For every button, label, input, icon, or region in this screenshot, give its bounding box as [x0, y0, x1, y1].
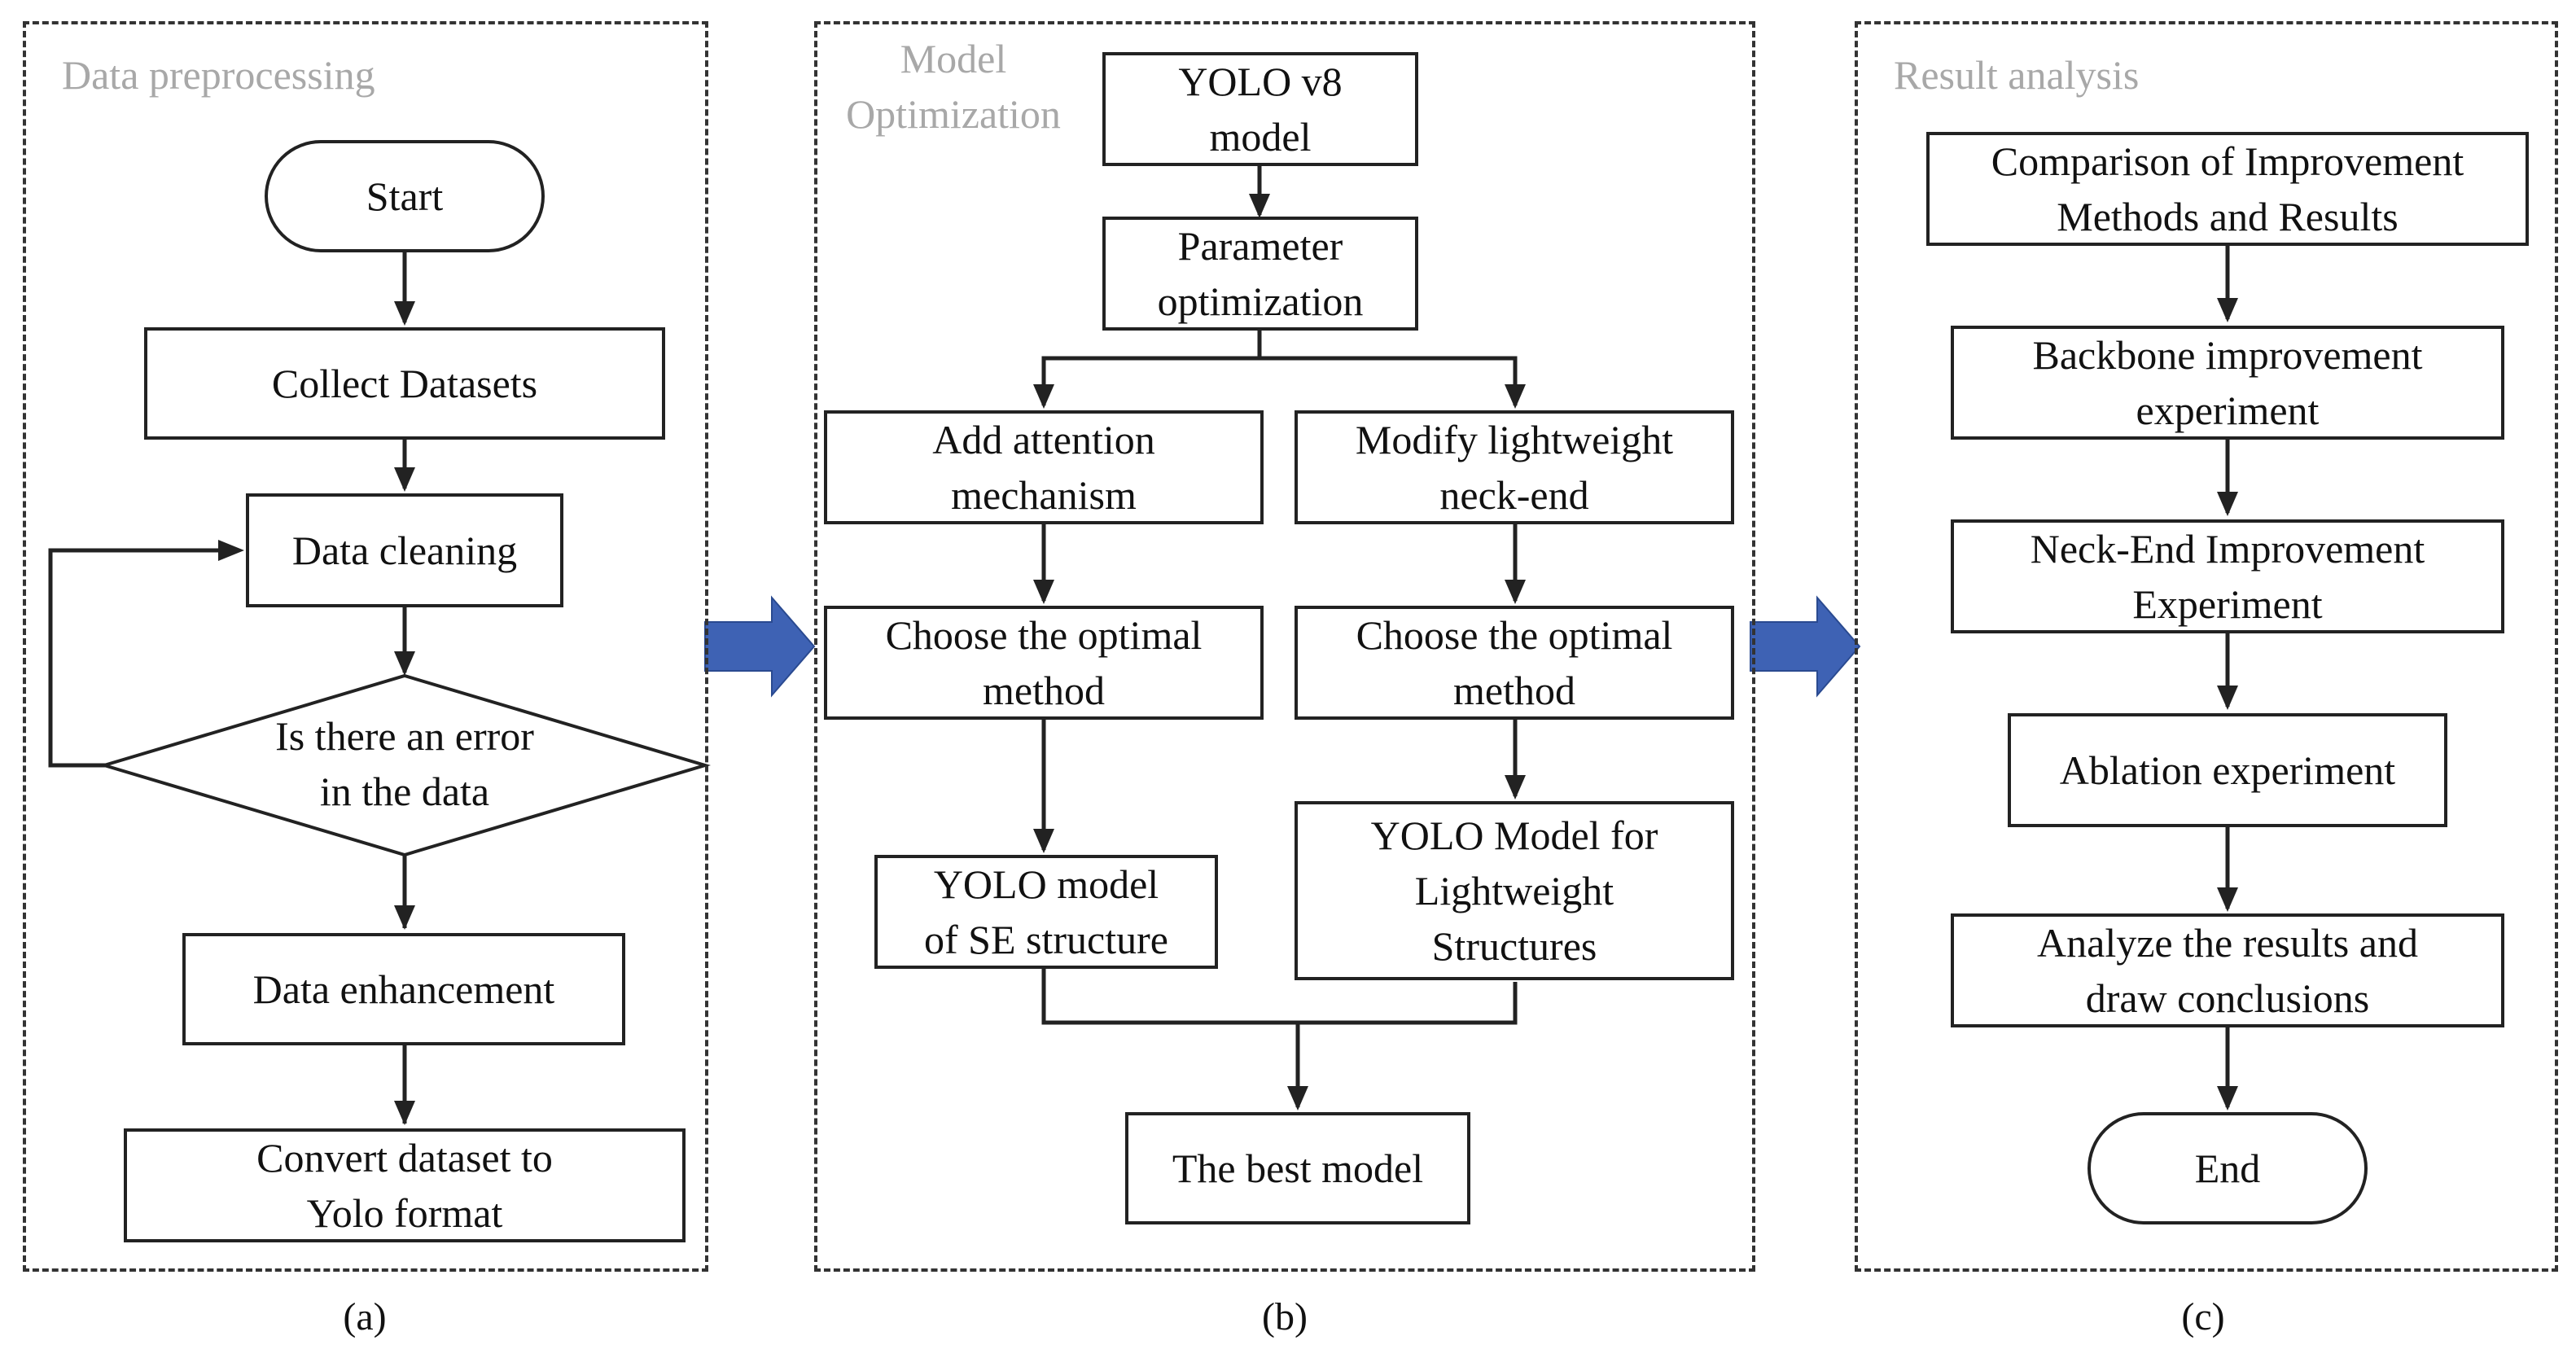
add-attention-box: Add attention mechanism — [824, 410, 1264, 524]
panel-data-preprocessing — [23, 21, 708, 1272]
lightweight-model-box: YOLO Model for Lightweight Structures — [1295, 801, 1734, 980]
convert-dataset-box: Convert dataset to Yolo format — [124, 1128, 686, 1242]
panel-model-optimization — [814, 21, 1755, 1272]
arrowhead — [2217, 1086, 2238, 1110]
arrowhead — [1505, 384, 1526, 409]
arrow-split — [1041, 327, 1262, 405]
parameter-optimization-box: Parameter optimization — [1102, 217, 1418, 331]
ablation-experiment-box: Ablation experiment — [2008, 713, 2447, 827]
se-structure-model-box: YOLO model of SE structure — [874, 855, 1218, 969]
arrowhead — [394, 1101, 415, 1125]
best-model-box: The best model — [1125, 1112, 1470, 1224]
arrowhead — [2217, 686, 2238, 710]
panel-result-analysis — [1855, 21, 2558, 1272]
panel-c-title: Result analysis — [1894, 52, 2140, 98]
decision-diamond — [98, 673, 712, 857]
arrow-loop-back — [48, 548, 236, 768]
arrowhead — [394, 905, 415, 930]
arrowhead — [1033, 384, 1054, 409]
arrowhead — [1249, 194, 1270, 218]
arrowhead — [1505, 580, 1526, 604]
arrowhead — [218, 540, 244, 561]
panel-c-caption: (c) — [2181, 1295, 2225, 1338]
panel-a-caption: (a) — [343, 1295, 387, 1338]
decision-label: Is there an error in the data — [275, 713, 534, 814]
start-terminal: Start — [265, 140, 545, 252]
arrowhead — [1287, 1086, 1308, 1110]
yolo-v8-box: YOLO v8 model — [1102, 52, 1418, 166]
comparison-box: Comparison of Improvement Methods and Re… — [1926, 132, 2529, 246]
neck-end-experiment-box: Neck-End Improvement Experiment — [1951, 519, 2504, 633]
arrowhead — [394, 651, 415, 676]
arrowhead — [1033, 580, 1054, 604]
arrowhead — [1505, 775, 1526, 799]
panel-a-title: Data preprocessing — [62, 52, 375, 98]
arrowhead — [2217, 492, 2238, 516]
arrowhead — [2217, 298, 2238, 322]
data-cleaning-box: Data cleaning — [246, 493, 563, 607]
arrowhead — [394, 467, 415, 492]
panel-arrow-b-to-c — [1750, 595, 1861, 698]
collect-datasets-box: Collect Datasets — [144, 327, 665, 440]
backbone-experiment-box: Backbone improvement experiment — [1951, 326, 2504, 440]
arrowhead — [2217, 887, 2238, 912]
data-enhancement-box: Data enhancement — [182, 933, 625, 1045]
arrow-merge — [1041, 969, 1518, 1025]
panel-arrow-a-to-b — [704, 595, 816, 698]
analyze-results-box: Analyze the results and draw conclusions — [1951, 913, 2504, 1027]
panel-b-caption: (b) — [1262, 1295, 1308, 1338]
choose-optimal-right-box: Choose the optimal method — [1295, 606, 1734, 720]
arrowhead — [1033, 829, 1054, 853]
end-terminal: End — [2088, 1112, 2368, 1224]
panel-b-title: Model Optimization — [846, 36, 1061, 137]
choose-optimal-left-box: Choose the optimal method — [824, 606, 1264, 720]
modify-neck-box: Modify lightweight neck-end — [1295, 410, 1734, 524]
arrowhead — [394, 301, 415, 326]
